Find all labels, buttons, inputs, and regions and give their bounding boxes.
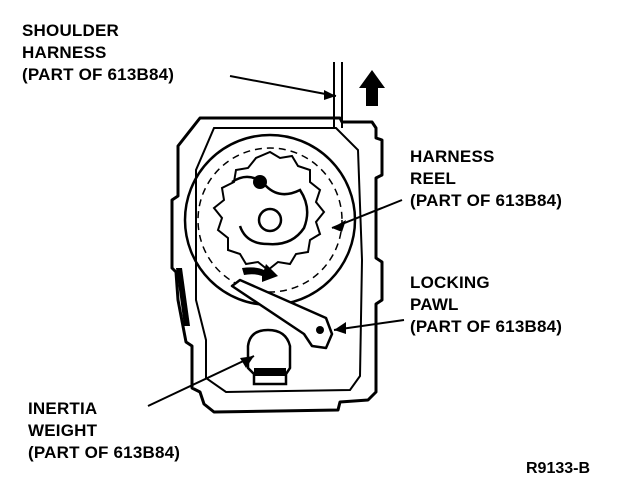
label-shoulder-harness: SHOULDER HARNESS (PART OF 613B84) bbox=[22, 20, 174, 86]
label-line: HARNESS bbox=[22, 43, 107, 62]
label-line: WEIGHT bbox=[28, 421, 98, 440]
label-line: INERTIA bbox=[28, 399, 98, 418]
leader-inertia-weight-tip bbox=[240, 356, 254, 368]
leader-inertia-weight bbox=[147, 355, 255, 407]
inertia-weight-band bbox=[254, 368, 286, 376]
arrow-right-icon bbox=[242, 264, 278, 282]
housing-slot bbox=[176, 268, 190, 326]
label-line: REEL bbox=[410, 169, 457, 188]
reel-sprocket bbox=[212, 150, 326, 272]
label-line: (PART OF 613B84) bbox=[22, 65, 175, 84]
figure-code: R9133-B bbox=[526, 460, 591, 477]
leader-shoulder-harness bbox=[229, 75, 337, 97]
label-line: PAWL bbox=[410, 295, 459, 314]
label-line: (PART OF 613B84) bbox=[410, 317, 563, 336]
leader-locking-pawl-tip bbox=[334, 322, 346, 334]
label-line: (PART OF 613B84) bbox=[410, 191, 563, 210]
housing-inner-wall bbox=[195, 127, 364, 394]
label-inertia-weight: INERTIA WEIGHT (PART OF 613B84) bbox=[28, 398, 180, 464]
label-line: HARNESS bbox=[410, 147, 495, 166]
label-locking-pawl: LOCKING PAWL (PART OF 613B84) bbox=[410, 272, 562, 338]
leader-harness-reel-tip bbox=[332, 220, 346, 232]
label-harness-reel: HARNESS REEL (PART OF 613B84) bbox=[410, 146, 562, 212]
label-line: SHOULDER bbox=[22, 21, 119, 40]
pawl-rivet bbox=[316, 326, 324, 334]
locking-pawl bbox=[230, 278, 334, 350]
reel-hub bbox=[257, 207, 283, 233]
label-line: (PART OF 613B84) bbox=[28, 443, 181, 462]
arrow-up-icon bbox=[359, 70, 385, 106]
pawl-pivot bbox=[253, 175, 267, 189]
leader-shoulder-harness-tip bbox=[324, 90, 336, 100]
label-line: LOCKING bbox=[410, 273, 490, 292]
